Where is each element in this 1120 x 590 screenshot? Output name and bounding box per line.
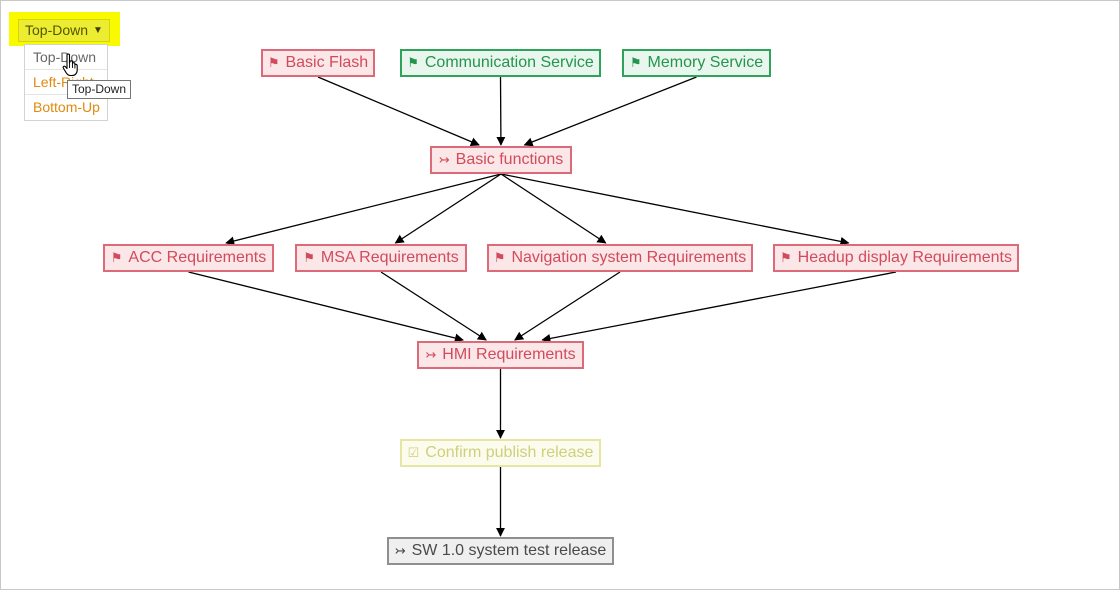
edge-msa_requirements-to-hmi_requirements bbox=[380, 271, 487, 341]
node-label: HMI Requirements bbox=[442, 346, 576, 363]
edge-basic_functions-to-navigation_requirements bbox=[500, 173, 607, 244]
node-acc-requirements[interactable]: ⚑ ACC Requirements bbox=[103, 244, 274, 272]
node-sw-system-test-release[interactable]: ↣ SW 1.0 system test release bbox=[387, 537, 614, 565]
edge-navigation_requirements-to-hmi_requirements bbox=[514, 271, 621, 341]
layout-option-bottom-up[interactable]: Bottom-Up bbox=[33, 99, 100, 115]
edge-acc_requirements-to-hmi_requirements bbox=[188, 271, 464, 343]
edge-basic_functions-to-headup_requirements bbox=[500, 173, 850, 246]
node-basic-functions[interactable]: ↣ Basic functions bbox=[430, 146, 572, 174]
flag-icon: ⚑ bbox=[493, 250, 506, 265]
node-label: MSA Requirements bbox=[320, 249, 459, 266]
node-label: Basic functions bbox=[455, 151, 564, 168]
layout-dropdown-label: Top-Down bbox=[25, 22, 89, 38]
node-label: Confirm publish release bbox=[425, 444, 594, 461]
node-label: Navigation system Requirements bbox=[511, 249, 747, 266]
flag-icon: ⚑ bbox=[303, 250, 315, 265]
edge-basic_functions-to-acc_requirements bbox=[225, 173, 502, 246]
node-label: Headup display Requirements bbox=[797, 249, 1012, 266]
flag-icon: ⚑ bbox=[629, 55, 642, 70]
node-memory-service[interactable]: ⚑ Memory Service bbox=[622, 49, 771, 77]
node-label: Memory Service bbox=[647, 54, 764, 71]
layout-tooltip: Top-Down bbox=[67, 80, 132, 99]
node-label: ACC Requirements bbox=[128, 249, 267, 266]
merge-arrow-icon: ↣ bbox=[394, 543, 406, 558]
node-label: SW 1.0 system test release bbox=[411, 542, 607, 559]
node-basic-flash[interactable]: ⚑ Basic Flash bbox=[261, 49, 375, 77]
flag-icon: ⚑ bbox=[407, 55, 419, 70]
flag-icon: ⚑ bbox=[780, 250, 792, 265]
node-label: Communication Service bbox=[424, 54, 594, 71]
node-confirm-publish-release[interactable]: ☑ Confirm publish release bbox=[400, 439, 601, 467]
caret-down-icon: ▼ bbox=[93, 25, 103, 36]
node-navigation-system-requirements[interactable]: ⚑ Navigation system Requirements bbox=[487, 244, 753, 272]
edge-basic_functions-to-msa_requirements bbox=[394, 173, 502, 244]
layout-dropdown-menu: Top-Down Left-Right Bottom-Up bbox=[24, 44, 108, 121]
merge-arrow-icon: ↣ bbox=[425, 347, 437, 362]
merge-arrow-icon: ↣ bbox=[438, 152, 450, 167]
edge-basic_flash-to-basic_functions bbox=[317, 76, 480, 147]
node-communication-service[interactable]: ⚑ Communication Service bbox=[400, 49, 601, 77]
hand-pointer-cursor-icon bbox=[62, 53, 78, 77]
flag-icon: ⚑ bbox=[110, 250, 123, 265]
edge-memory_service-to-basic_functions bbox=[523, 76, 697, 147]
flag-icon: ⚑ bbox=[267, 55, 280, 70]
node-msa-requirements[interactable]: ⚑ MSA Requirements bbox=[295, 244, 467, 272]
node-label: Basic Flash bbox=[285, 54, 369, 71]
checkbox-icon: ☑ bbox=[407, 445, 420, 460]
edge-headup_requirements-to-hmi_requirements bbox=[541, 271, 897, 343]
node-hmi-requirements[interactable]: ↣ HMI Requirements bbox=[417, 341, 584, 369]
layout-dropdown-button[interactable]: Top-Down ▼ bbox=[18, 19, 110, 42]
node-headup-display-requirements[interactable]: ⚑ Headup display Requirements bbox=[773, 244, 1019, 272]
